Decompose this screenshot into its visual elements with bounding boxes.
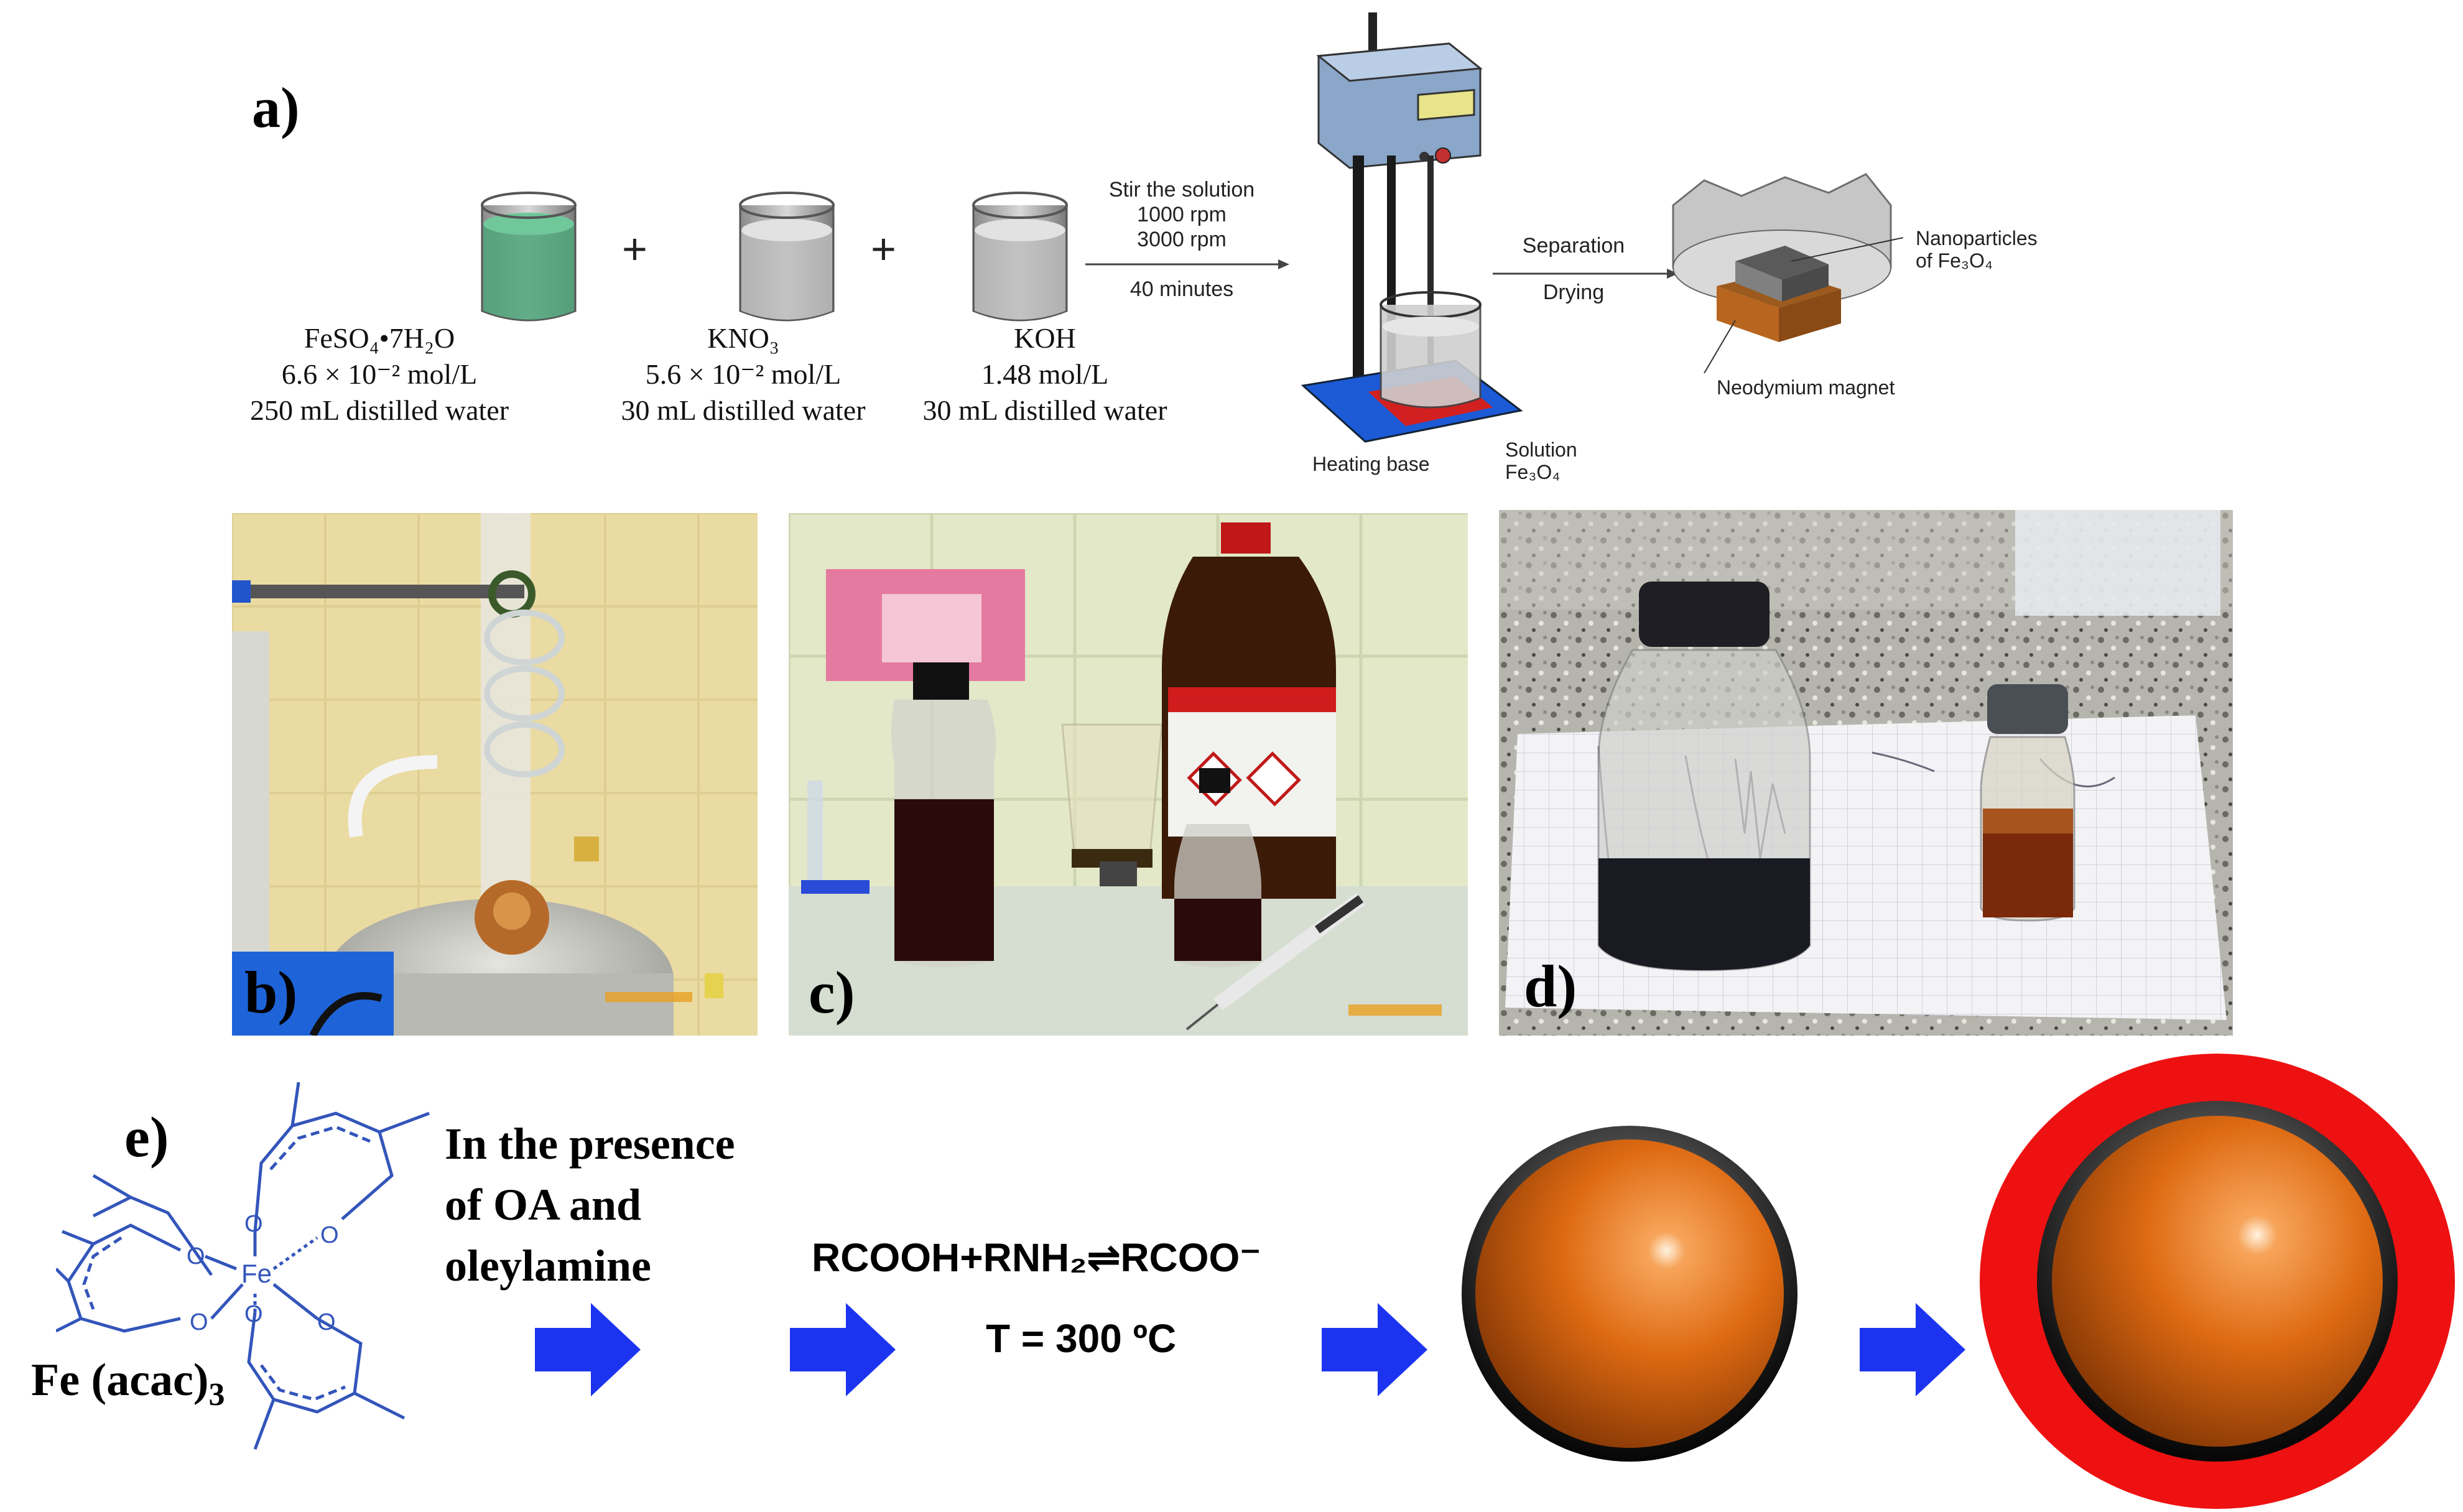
coated-nanoparticle <box>1980 1054 2455 1509</box>
nanoparticles-label: Nanoparticles of Fe₃O₄ <box>1916 227 2038 272</box>
reagent-name: FeSO₄•7H₂O <box>304 322 455 354</box>
neodymium-magnet-label: Neodymium magnet <box>1717 376 1895 399</box>
separation-arrow <box>1493 269 1678 279</box>
stir-line: 1000 rpm <box>1137 203 1227 226</box>
nanoparticles-block <box>1735 246 1829 280</box>
fe-center: Fe <box>241 1259 272 1288</box>
reaction-temperature: T = 300 ºC <box>986 1316 1177 1361</box>
condition-line: In the presence <box>445 1119 735 1169</box>
magnet-separation-illustration <box>1672 173 1903 373</box>
reagent-kno3: KNO₃ 5.6 × 10⁻² mol/L 30 mL distilled wa… <box>582 320 905 429</box>
arrow-2-icon <box>790 1303 896 1396</box>
reagent-volume: 250 mL distilled water <box>249 394 509 426</box>
fe-acac3-label: Fe (acac)3 <box>31 1350 225 1426</box>
photo-c-bottles <box>789 513 1468 1036</box>
heating-base-label: Heating base <box>1312 453 1430 475</box>
oxygen-atom: O <box>244 1301 263 1327</box>
plus-sign-2: + <box>871 225 896 273</box>
solution-label-line: Solution <box>1505 438 1577 461</box>
panel-e-label: e) <box>124 1105 169 1169</box>
photo-d-samples-on-spectrum <box>1499 510 2233 1036</box>
nanoparticles-label-line: Nanoparticles <box>1916 227 2038 249</box>
compound-name: Fe (acac) <box>31 1355 209 1406</box>
oxygen-atom: O <box>320 1222 339 1248</box>
reagent-conc: 6.6 × 10⁻² mol/L <box>281 358 478 390</box>
oxygen-atom: O <box>187 1243 205 1269</box>
solution-label-line: Fe₃O₄ <box>1505 461 1561 483</box>
stir-arrow <box>1085 259 1289 269</box>
beaker-feso4 <box>481 192 577 322</box>
fe-acac3-structure: Fe O O O O O O <box>56 1082 430 1450</box>
beaker-kno3 <box>739 192 835 322</box>
photo-d-label: d) <box>1524 953 1577 1019</box>
nanoparticles-label-line: of Fe₃O₄ <box>1916 249 1993 272</box>
arrow-1-icon <box>535 1303 641 1396</box>
drying-label: Drying <box>1542 281 1605 304</box>
reaction-conditions: In the presence of OA and oleylamine <box>445 1113 735 1296</box>
oxygen-atom: O <box>190 1309 208 1335</box>
fe3o4-nanoparticle <box>1462 1126 1797 1462</box>
reaction-equation: RCOOH+RNH₂⇌RCOO⁻ <box>812 1235 1261 1280</box>
plus-sign-1: + <box>622 225 647 273</box>
liquid-feso4 <box>483 224 574 320</box>
stir-line: Stir the solution <box>1108 178 1255 202</box>
oxygen-atom: O <box>244 1211 263 1237</box>
stir-time: 40 minutes <box>1129 277 1234 301</box>
reagent-feso4: FeSO₄•7H₂O 6.6 × 10⁻² mol/L 250 mL disti… <box>218 320 541 429</box>
condition-line: of OA and <box>445 1180 642 1230</box>
arrow-4-icon <box>1860 1303 1965 1396</box>
condition-line: oleylamine <box>445 1241 651 1291</box>
compound-subscript: 3 <box>208 1376 225 1412</box>
solution-label: Solution Fe₃O₄ <box>1505 438 1577 483</box>
reagent-conc: 1.48 mol/L <box>981 358 1109 390</box>
arrow-3-icon <box>1322 1303 1427 1396</box>
photo-c-label: c) <box>809 959 855 1026</box>
reagent-volume: 30 mL distilled water <box>621 394 866 426</box>
panel-a-label: a) <box>252 76 300 139</box>
separation-label: Separation <box>1522 234 1625 257</box>
knob-icon <box>1435 147 1451 164</box>
stir-line: 3000 rpm <box>1137 228 1227 251</box>
reagent-koh: KOH 1.48 mol/L 30 mL distilled water <box>883 320 1207 429</box>
stir-conditions: Stir the solution 1000 rpm 3000 rpm <box>1082 177 1281 252</box>
reagent-name: KNO₃ <box>707 322 779 354</box>
photo-b-reflux-setup <box>232 513 758 1036</box>
oxygen-atom: O <box>317 1309 336 1335</box>
reagent-volume: 30 mL distilled water <box>922 394 1167 426</box>
reagent-conc: 5.6 × 10⁻² mol/L <box>645 358 842 390</box>
photo-b-label: b) <box>244 959 298 1026</box>
reagent-name: KOH <box>1014 322 1076 354</box>
beaker-koh <box>972 192 1068 322</box>
magnetic-stirrer-illustration <box>1301 12 1523 443</box>
